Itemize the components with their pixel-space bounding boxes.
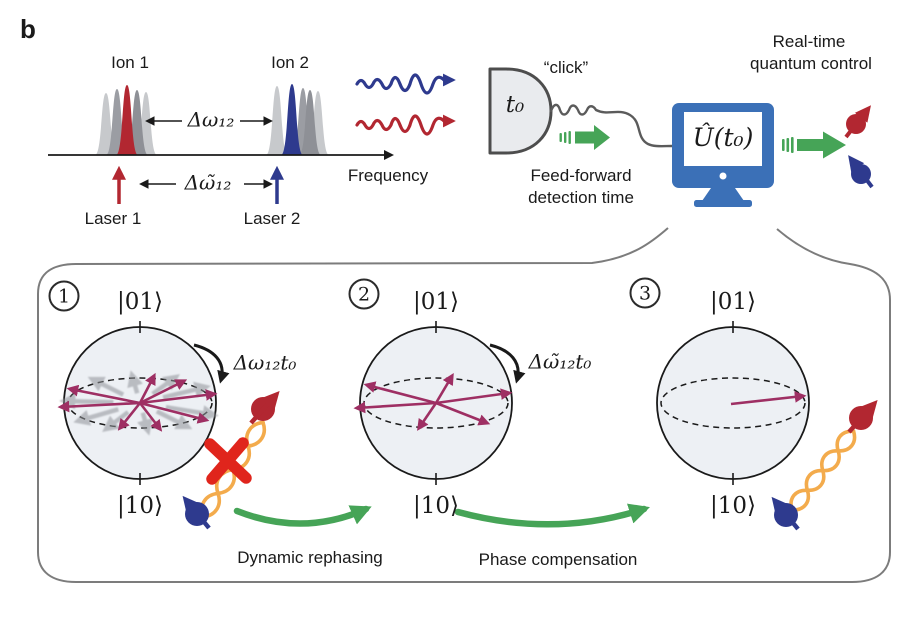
ket10-label-2: |10⟩ [413, 492, 459, 519]
frequency-axis-label: Frequency [347, 166, 429, 186]
step-circle-1: 1 [48, 280, 80, 312]
rotation-label-2: Δω̃₁₂t₀ [528, 349, 592, 374]
ket10-label-3: |10⟩ [710, 492, 756, 519]
bloch-sphere-2 [353, 321, 513, 485]
green-arrow-rephasing [233, 505, 372, 527]
step-circle-3: 3 [629, 277, 661, 309]
spectrum-peaks-ion2 [266, 84, 329, 155]
step-number-2: 2 [357, 283, 371, 305]
ion2-label: Ion 2 [271, 53, 309, 73]
delta-omega-label: Δω₁₂ [187, 107, 235, 132]
ket10-label-1: |10⟩ [117, 492, 163, 519]
photon-wave-blue [355, 73, 456, 95]
feedforward-label-line2: detection time [528, 188, 634, 208]
spin-red-1 [249, 390, 280, 425]
photon-wave-red [355, 114, 456, 136]
rephasing-label: Dynamic rephasing [237, 548, 383, 568]
delta-omega-tilde-label: Δω̃₁₂ [184, 170, 232, 195]
control-arrow [782, 131, 846, 159]
rotation-arrow-1 [193, 343, 230, 384]
step-number-3: 3 [638, 282, 652, 304]
panel-label: b [20, 14, 36, 44]
step-circle-2: 2 [348, 278, 380, 310]
ion1-label: Ion 1 [111, 53, 149, 73]
click-label: “click” [543, 58, 589, 78]
realtime-label-line1: Real-time [772, 32, 846, 52]
laser1-label: Laser 1 [84, 209, 142, 229]
spin-red-top [844, 105, 871, 139]
rotation-label-1: Δω₁₂t₀ [233, 350, 297, 375]
computer-display-label: Û(t₀) [692, 122, 754, 152]
spin-blue-3 [771, 496, 800, 531]
compensation-label: Phase compensation [478, 550, 638, 570]
ket01-label-1: |01⟩ [117, 288, 163, 315]
entanglement-helix-intact [789, 429, 857, 512]
green-arrow-compensation [454, 503, 650, 528]
feedforward-label-line1: Feed-forward [530, 166, 632, 186]
bloch-sphere-1 [57, 321, 219, 485]
bloch-vectors-1 [57, 372, 218, 432]
bloch-vectors-2 [353, 372, 513, 431]
bottom-panel-box [37, 227, 891, 583]
bloch-sphere-3 [656, 321, 810, 485]
computer [672, 103, 774, 207]
dephased-ghost-arrows [59, 370, 219, 436]
feedforward-arrow [559, 125, 610, 150]
spin-red-3 [847, 399, 878, 434]
ket01-label-2: |01⟩ [413, 288, 459, 315]
detector-cable [549, 103, 674, 148]
detector-time-label: t₀ [505, 91, 525, 118]
spin-blue-top [848, 155, 874, 189]
spectrum-peaks-ion1 [95, 85, 157, 155]
rotation-arrow-2 [489, 343, 526, 384]
spin-blue-1 [182, 495, 211, 530]
step-number-1: 1 [57, 285, 71, 307]
realtime-label-line2: quantum control [750, 54, 872, 74]
ket01-label-3: |01⟩ [710, 288, 756, 315]
broken-x-icon [204, 437, 252, 485]
bloch-vectors-3 [730, 391, 807, 406]
laser2-label: Laser 2 [243, 209, 301, 229]
